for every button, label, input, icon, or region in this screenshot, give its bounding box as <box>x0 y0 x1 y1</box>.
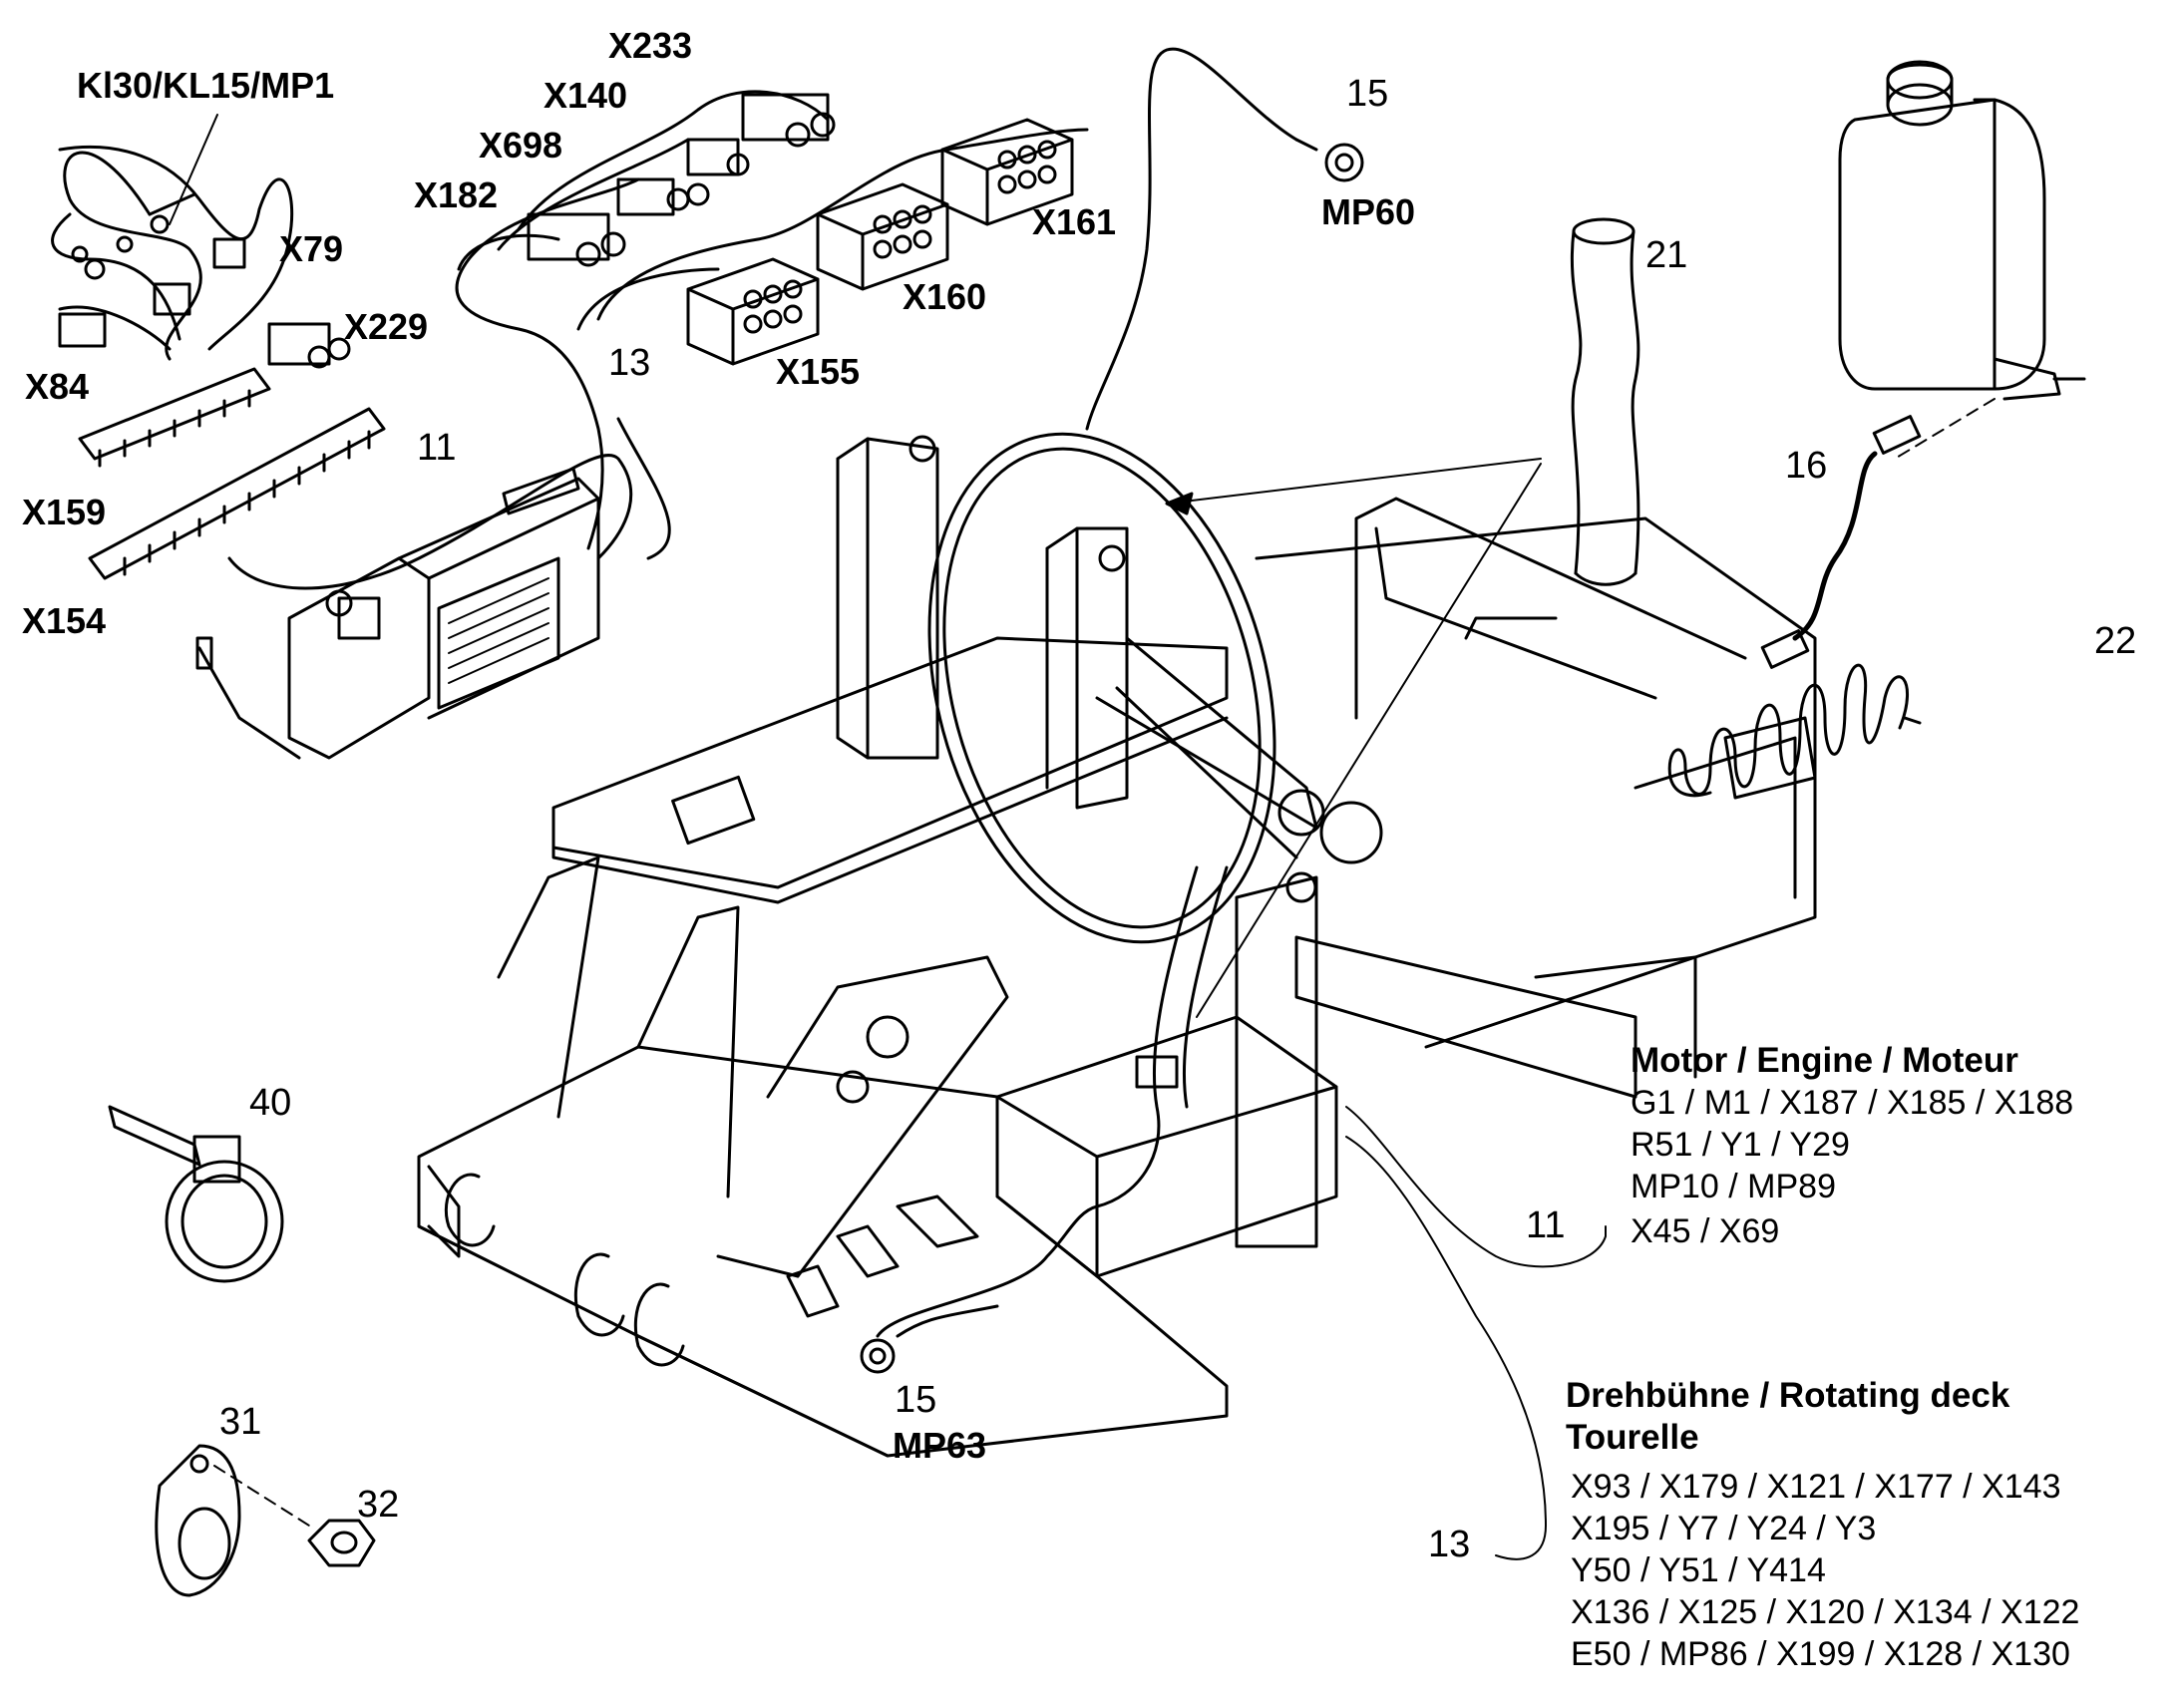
engine-group-line-1: G1 / M1 / X187 / X185 / X188 <box>1631 1084 2074 1122</box>
leader-lines-right <box>1345 1106 1607 1560</box>
leader-line <box>1196 463 1542 1018</box>
part-number-21: 21 <box>1645 234 1688 276</box>
connector-x140-icon <box>686 138 740 176</box>
connector-label-x233: X233 <box>608 25 693 66</box>
connector-label-x154: X154 <box>22 600 107 641</box>
deck-group-line-2: X195 / Y7 / Y24 / Y3 <box>1571 1510 1877 1547</box>
part-number-32: 32 <box>357 1484 400 1526</box>
deck-group-line-3: Y50 / Y51 / Y414 <box>1571 1551 1826 1589</box>
part-number-15-bottom: 15 <box>895 1379 937 1421</box>
terminal-strip-x159-icon <box>78 367 271 461</box>
ring-terminal-icon <box>150 214 170 234</box>
part-number-15-top: 15 <box>1346 73 1389 115</box>
engine-group-line-2: R51 / Y1 / Y29 <box>1631 1126 1850 1164</box>
part-number-40: 40 <box>249 1082 292 1124</box>
nut-32-drawing <box>307 1519 376 1567</box>
deck-group-title: Drehbühne / Rotating deck <box>1566 1376 2010 1415</box>
connector-x160-icon <box>816 182 949 291</box>
rotating-deck-frame-drawing <box>417 432 1817 1458</box>
deck-group-subtitle: Tourelle <box>1566 1418 1699 1457</box>
part-number-16: 16 <box>1785 445 1828 487</box>
sensor-cable-16-drawing <box>1760 415 1922 669</box>
engine-group-line-3: MP10 / MP89 <box>1631 1168 1836 1205</box>
cable-tie-40-drawing <box>108 1105 284 1283</box>
part-number-11-right: 11 <box>1526 1204 1566 1246</box>
hose-21-drawing <box>1165 217 1640 1018</box>
connector-x182-icon <box>527 212 610 261</box>
deck-group-line-4: X136 / X125 / X120 / X134 / X122 <box>1571 1593 2080 1631</box>
part-number-13-bottom: 13 <box>1428 1524 1471 1565</box>
part-number-31: 31 <box>219 1401 262 1443</box>
leader-line <box>1166 458 1542 505</box>
spring-22-drawing <box>1667 663 1922 798</box>
connector-label-x155: X155 <box>776 351 861 392</box>
connector-icon <box>153 282 191 316</box>
engine-group-title: Motor / Engine / Moteur <box>1631 1041 2018 1080</box>
connector-label-mp63: MP63 <box>893 1425 987 1466</box>
connector-x84-icon <box>58 312 107 348</box>
harness-13-drawing <box>455 90 1089 560</box>
deck-group-line-1: X93 / X179 / X121 / X177 / X143 <box>1571 1468 2061 1506</box>
ring-terminal-mp60-icon <box>1324 143 1364 182</box>
connector-label-x161: X161 <box>1032 201 1117 242</box>
connector-label-x79: X79 <box>279 228 344 269</box>
connector-label-x159: X159 <box>22 492 107 532</box>
part-number-22: 22 <box>2094 620 2137 662</box>
connector-x155-icon <box>686 257 820 366</box>
deck-group-line-5: E50 / MP86 / X199 / X128 / X130 <box>1571 1635 2070 1673</box>
connector-label-x698: X698 <box>479 125 563 166</box>
connector-label-x140: X140 <box>544 75 628 116</box>
ground-cable-15-bottom-drawing <box>860 1304 999 1374</box>
connector-label-x160: X160 <box>903 276 987 317</box>
connector-label-kl30: Kl30/KL15/MP1 <box>77 65 335 106</box>
engine-group-line-4: X45 / X69 <box>1631 1212 1780 1250</box>
connector-label-mp60: MP60 <box>1321 191 1416 232</box>
ground-cable-15-top-drawing <box>1085 47 1364 431</box>
connector-label-x182: X182 <box>414 174 499 215</box>
terminal-strip-x154-icon <box>88 407 386 580</box>
harness-11-drawing <box>51 114 633 590</box>
clamp-31-drawing <box>155 1444 310 1597</box>
connector-label-x229: X229 <box>344 306 429 347</box>
part-number-13-top: 13 <box>608 342 651 384</box>
connector-x229-icon <box>267 322 331 366</box>
ring-terminal-mp63-icon <box>860 1338 896 1374</box>
control-unit-drawing <box>195 467 600 760</box>
reservoir-tank-drawing <box>1838 60 2086 460</box>
part-number-11-top: 11 <box>417 427 457 469</box>
connector-x698-icon <box>616 177 675 216</box>
connector-label-x84: X84 <box>25 366 90 407</box>
connector-x161-icon <box>940 118 1074 226</box>
connector-x79-icon <box>212 237 246 269</box>
connector-x233-icon <box>741 93 830 142</box>
